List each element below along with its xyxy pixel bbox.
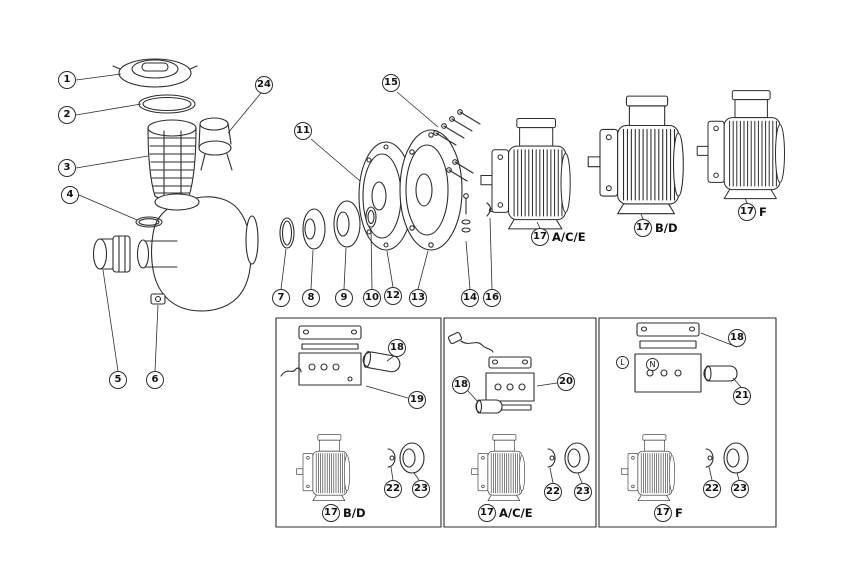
pump-lid-part	[112, 58, 198, 88]
diffuser-part	[333, 200, 361, 248]
callout-18-f-inset: 18	[728, 329, 746, 347]
inlet-union-part	[92, 235, 131, 273]
body-oring-part	[135, 216, 163, 228]
motor-variant-label-bd: 17 B/D	[634, 219, 678, 237]
terminal-letter-n: N	[646, 358, 659, 371]
callout-9: 9	[335, 289, 353, 307]
callout-1: 1	[58, 71, 76, 89]
inset-label-bd: 17 B/D	[322, 504, 366, 522]
motor-variant-label-ace: 17 A/C/E	[531, 228, 586, 246]
callout-4: 4	[61, 186, 79, 204]
lid-oring-part	[138, 94, 196, 114]
callout-23-bd-inset: 23	[412, 480, 430, 498]
callout-10: 10	[363, 289, 381, 307]
inset-text-f: F	[675, 506, 683, 520]
callout-19-bd-inset: 19	[408, 391, 426, 409]
strainer-basket-part	[147, 119, 197, 201]
inset-text-bd: B/D	[343, 506, 366, 520]
pump-body-part	[136, 193, 259, 312]
callout-24: 24	[255, 76, 273, 94]
callout-20-ace-inset: 20	[557, 373, 575, 391]
callout-17-ace-inset: 17	[478, 504, 496, 522]
callout-17-f: 17	[738, 203, 756, 221]
callout-23-f-inset: 23	[731, 480, 749, 498]
volute-oring-part	[279, 217, 295, 249]
callout-7: 7	[272, 289, 290, 307]
callout-16: 16	[483, 289, 501, 307]
callout-15: 15	[382, 74, 400, 92]
inset-text-ace: A/C/E	[499, 506, 533, 520]
callout-3: 3	[58, 159, 76, 177]
inset-bd-parts	[280, 325, 425, 474]
callout-6: 6	[146, 371, 164, 389]
callout-18-ace-inset: 18	[452, 376, 470, 394]
inset-label-ace: 17 A/C/E	[478, 504, 533, 522]
callout-2: 2	[58, 106, 76, 124]
callout-8: 8	[302, 289, 320, 307]
variant-text-ace: A/C/E	[552, 230, 586, 244]
callout-22-f-inset: 22	[703, 480, 721, 498]
motor-bracket-part	[399, 129, 463, 251]
terminal-letter-l: L	[616, 356, 629, 369]
callout-14: 14	[461, 289, 479, 307]
callout-21-f-inset: 21	[733, 387, 751, 405]
fasteners-part	[461, 193, 471, 233]
callout-17-bd: 17	[634, 219, 652, 237]
callout-13: 13	[409, 289, 427, 307]
variant-text-f: F	[759, 205, 767, 219]
callout-17-f-inset: 17	[654, 504, 672, 522]
motor-f	[696, 90, 785, 200]
inset-label-f: 17 F	[654, 504, 683, 522]
callout-18-bd-inset: 18	[388, 339, 406, 357]
motor-ace	[480, 117, 571, 230]
callout-22-bd-inset: 22	[384, 480, 402, 498]
callout-22-ace-inset: 22	[544, 483, 562, 501]
callout-17-ace: 17	[531, 228, 549, 246]
callout-5: 5	[109, 371, 127, 389]
mechanical-seal-part	[365, 206, 377, 228]
callout-17-bd-inset: 17	[322, 504, 340, 522]
motor-variant-label-f: 17 F	[738, 203, 767, 221]
callout-12: 12	[384, 287, 402, 305]
drain-plug-part	[150, 293, 166, 305]
union-adapter-part	[198, 117, 233, 171]
motor-bolts-part	[433, 109, 481, 182]
leader-lines	[75, 73, 748, 484]
impeller-part	[302, 208, 326, 250]
callout-11: 11	[294, 122, 312, 140]
inset-ace-parts	[447, 331, 590, 474]
variant-text-bd: B/D	[655, 221, 678, 235]
motor-bd	[587, 95, 684, 215]
callout-23-ace-inset: 23	[574, 483, 592, 501]
